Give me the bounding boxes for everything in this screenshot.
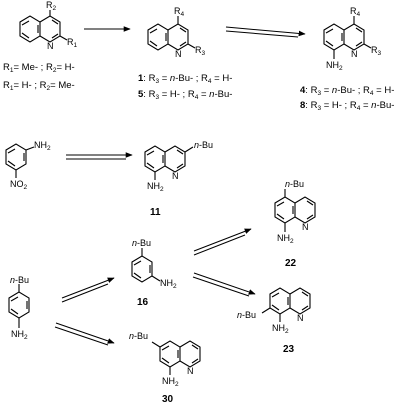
- r2-label: R: [46, 0, 53, 10]
- svg-text:n-Bu: n-Bu: [132, 238, 151, 248]
- compound-number-30: 30: [162, 394, 174, 405]
- svg-text:NH2: NH2: [277, 233, 294, 245]
- arrow-nitroaniline-to-11: [66, 152, 133, 160]
- r3-label: R: [195, 45, 202, 55]
- arrow-butylaniline-to-30: [54, 322, 115, 346]
- aminoquinoline-end: N R4 R3 NH2: [323, 6, 382, 72]
- quinoline-start: N R2 R1: [19, 0, 78, 51]
- arrow-16-to-23: [192, 272, 256, 297]
- compound-16-structure: n-Bu NH2: [131, 238, 177, 290]
- svg-text:R3: R3: [371, 45, 382, 57]
- svg-text:n-Bu: n-Bu: [237, 310, 256, 320]
- svg-text:NH2: NH2: [11, 329, 28, 341]
- compound-number-16: 16: [137, 297, 149, 308]
- butylaniline: n-Bu NH2: [8, 275, 30, 341]
- r4-label: R: [174, 6, 181, 16]
- r4-label: R: [350, 6, 357, 16]
- mid-condition-1: 1: R3 = n-Bu- ; R4 = H-: [138, 73, 232, 85]
- r1-label: R: [67, 37, 74, 47]
- svg-text:NH2: NH2: [162, 376, 179, 388]
- svg-text:n-Bu: n-Bu: [129, 331, 148, 341]
- arrow-16-to-22: [193, 228, 252, 256]
- svg-text:NH2: NH2: [326, 60, 343, 72]
- nitroaniline: NH2 NO2: [5, 140, 51, 191]
- svg-text:n-Bu: n-Bu: [10, 275, 29, 285]
- svg-text:R2: R2: [46, 0, 57, 12]
- compound-number-23: 23: [283, 344, 295, 355]
- svg-text:R4: R4: [350, 6, 361, 18]
- compound-30-structure: N n-Bu NH2: [129, 331, 201, 388]
- ring-n-label: N: [47, 41, 54, 51]
- end-condition-2: 8: R3 = H- ; R4 = n-Bu-: [300, 100, 394, 112]
- nh2-label: NH: [326, 60, 339, 70]
- svg-text:NH2: NH2: [147, 181, 164, 193]
- ring-n-label: N: [187, 366, 194, 376]
- compound-number-22: 22: [285, 258, 297, 269]
- compound-22-structure: N n-Bu NH2: [274, 179, 316, 245]
- svg-text:R1: R1: [67, 37, 78, 49]
- start-condition-1: R1= Me- ; R2= H-: [3, 62, 75, 74]
- svg-text:n-Bu: n-Bu: [285, 179, 304, 189]
- ring-n-label: N: [351, 49, 358, 59]
- svg-text:NH2: NH2: [34, 140, 51, 152]
- mid-condition-2: 5: R3 = H- ; R4 = n-Bu-: [138, 89, 232, 101]
- compound-11-structure: N n-Bu NH2: [144, 140, 213, 193]
- arrow-mid-to-end: [225, 26, 306, 38]
- svg-text:NH2: NH2: [272, 323, 289, 335]
- svg-text:NO2: NO2: [10, 179, 28, 191]
- end-condition-1: 4: R3 = n-Bu- ; R4 = H-: [300, 85, 394, 97]
- svg-text:R4: R4: [174, 6, 185, 18]
- quinoline-mid: N R4 R3: [147, 6, 206, 59]
- ring-n-label: N: [302, 222, 309, 232]
- ring-n-label: N: [172, 171, 179, 181]
- start-condition-2: R1= H- ; R2= Me-: [3, 80, 75, 92]
- ring-n-label: N: [175, 49, 182, 59]
- compound-23-structure: N n-Bu NH2: [237, 287, 311, 335]
- compound-number-11: 11: [150, 207, 161, 218]
- ring-n-label: N: [297, 313, 304, 323]
- r3-label: R: [371, 45, 378, 55]
- svg-text:NH2: NH2: [160, 278, 177, 290]
- svg-text:R3: R3: [195, 45, 206, 57]
- svg-text:n-Bu: n-Bu: [194, 140, 213, 150]
- arrow-butylaniline-to-16: [61, 277, 115, 303]
